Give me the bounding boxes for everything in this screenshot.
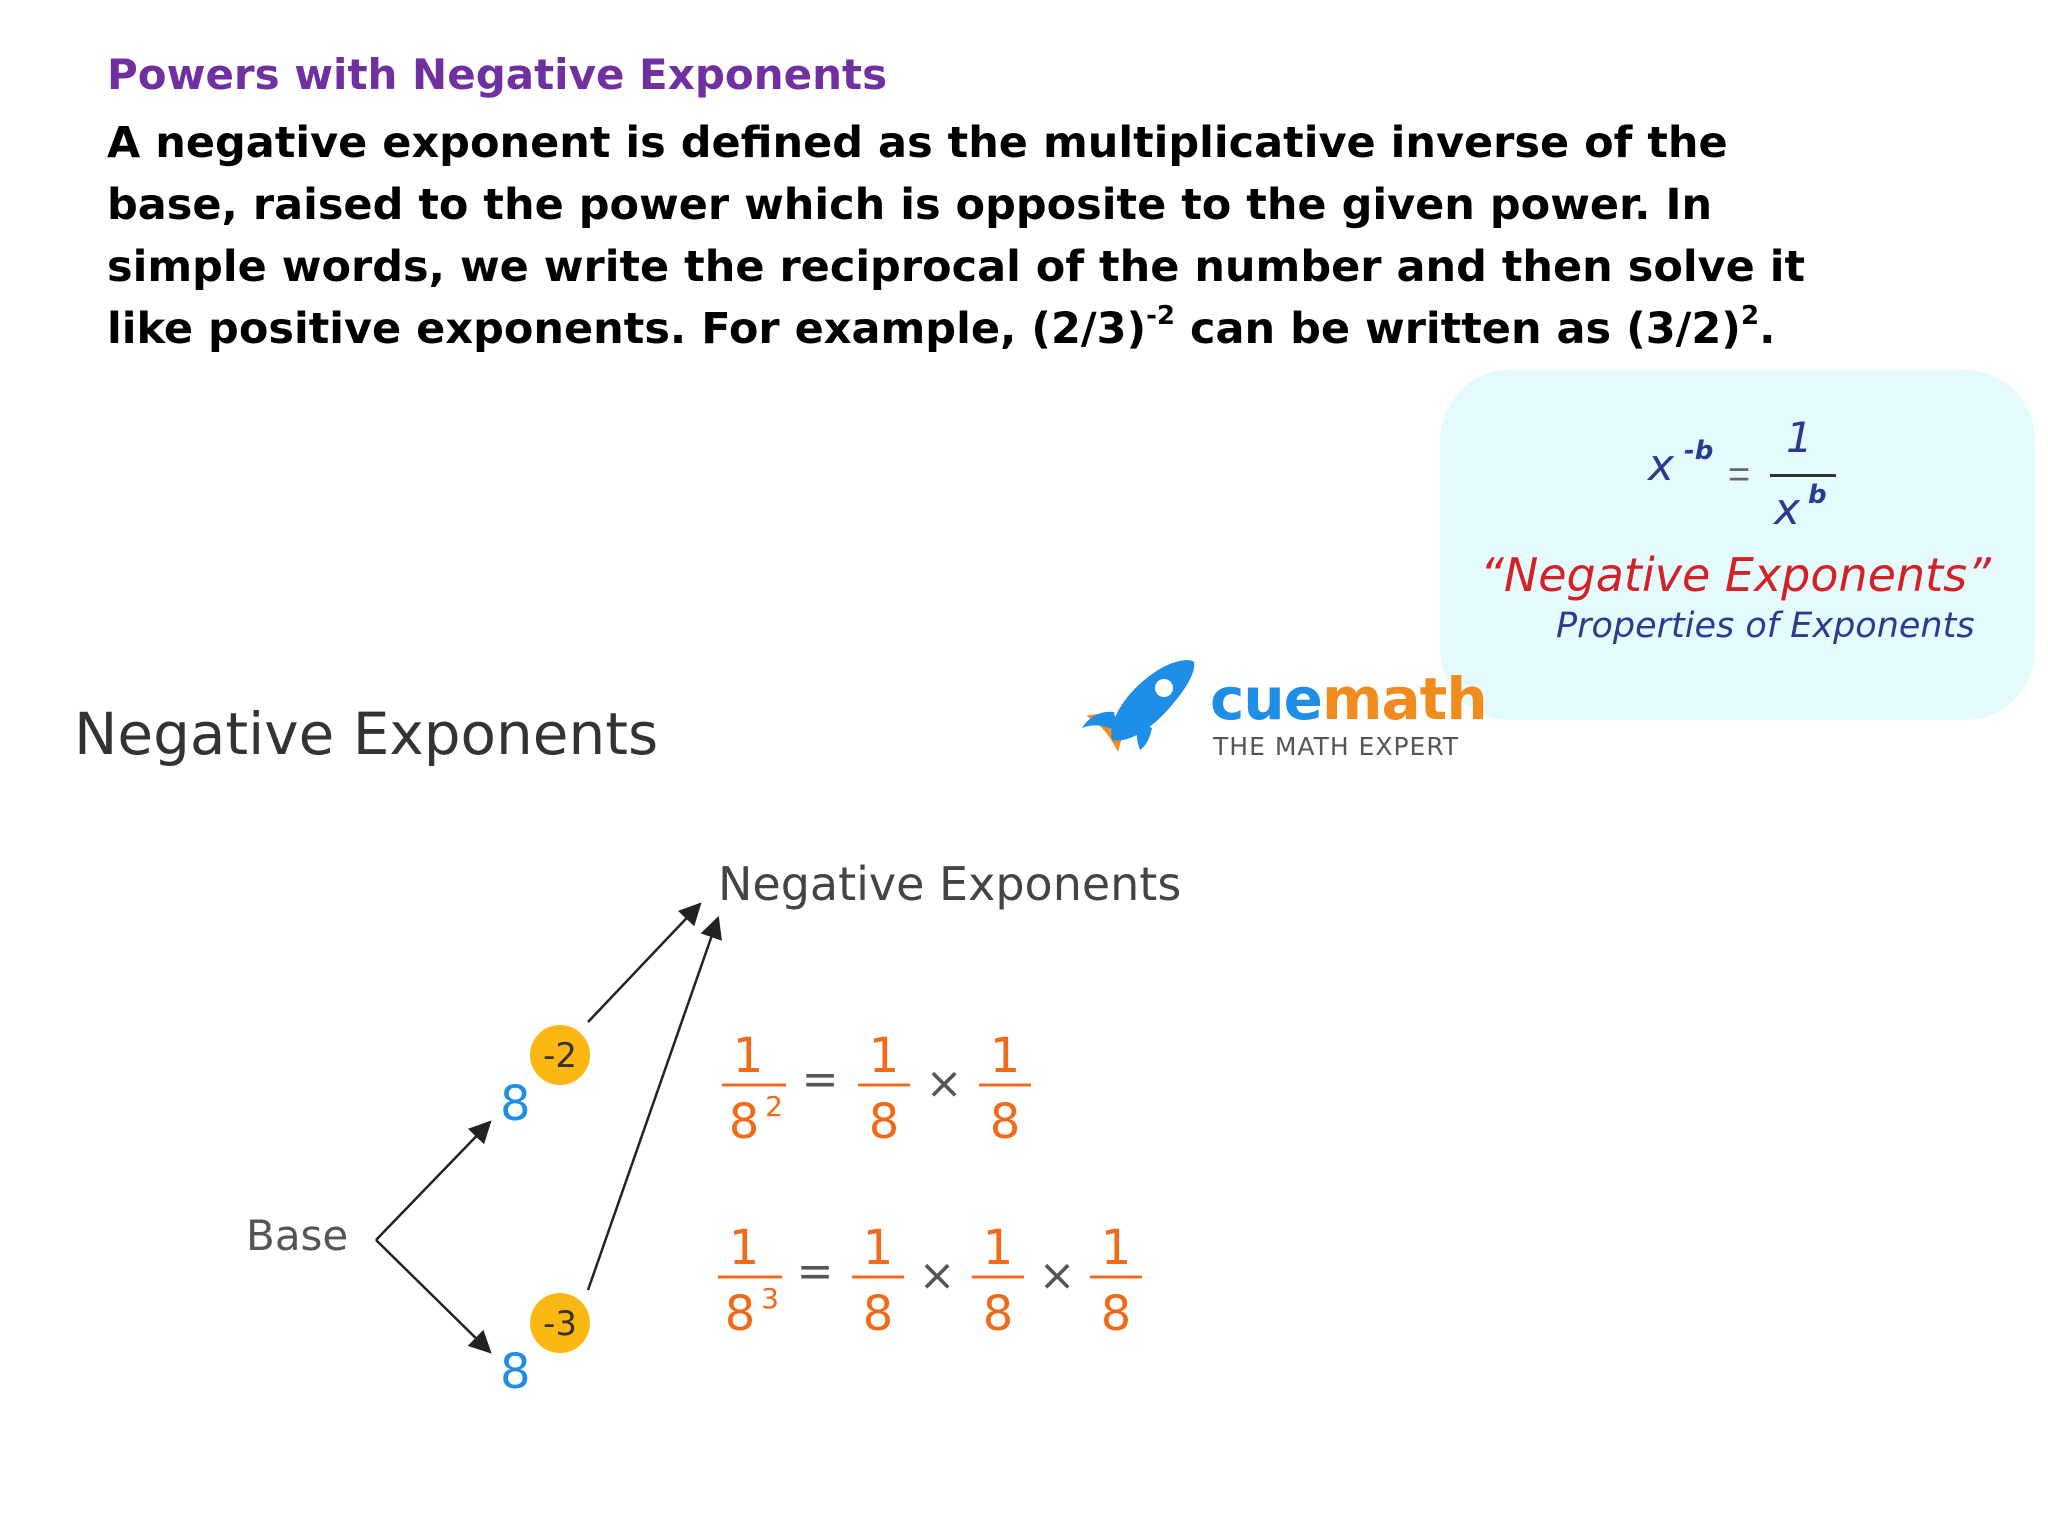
eq2-times-1: × — [919, 1250, 956, 1301]
body-line-2: base, raised to the power which is oppos… — [107, 180, 1713, 230]
base-8-top: 8 — [500, 1076, 531, 1132]
eq2-f1-numerator: 1 — [863, 1220, 894, 1276]
exponent-badge-top — [530, 1025, 590, 1085]
slide-body: A negative exponent is defined as the mu… — [107, 112, 1806, 360]
eq1-f1-numerator: 1 — [869, 1028, 900, 1084]
eq1-times: × — [926, 1058, 963, 1109]
cuemath-tagline: THE MATH EXPERT — [1213, 732, 1460, 761]
eq2-equals: = — [797, 1246, 834, 1297]
cuemath-logo-part1: cue — [1210, 665, 1323, 733]
eq1-f2-numerator: 1 — [990, 1028, 1021, 1084]
body-line-4: like positive exponents. For example, (2… — [107, 298, 1775, 360]
exponent-top: -2 — [543, 1036, 577, 1076]
diagram-label-negative-exponents: Negative Exponents — [718, 857, 1181, 911]
body-line-4-end: . — [1759, 304, 1776, 354]
body-line-3: simple words, we write the reciprocal of… — [107, 242, 1806, 292]
body-exponent-2: 2 — [1740, 300, 1760, 331]
body-exponent-1: -2 — [1146, 300, 1176, 331]
eq1-lhs-denominator: 8 — [729, 1094, 760, 1150]
eq2-f3-denominator: 8 — [1101, 1286, 1132, 1342]
rule-numerator: 1 — [1786, 413, 1813, 462]
rule-title: “Negative Exponents” — [1480, 548, 1991, 602]
eq2-f3-numerator: 1 — [1101, 1220, 1132, 1276]
cuemath-logo-part2: math — [1322, 665, 1488, 733]
rule-equals: = — [1728, 454, 1751, 496]
eq2-lhs-denominator: 8 — [725, 1286, 756, 1342]
base-8-bottom: 8 — [500, 1344, 531, 1400]
eq1-lhs-exponent: 2 — [765, 1090, 783, 1123]
rule-card — [1440, 370, 2035, 720]
exponent-badge-bottom — [530, 1293, 590, 1353]
eq2-f2-denominator: 8 — [983, 1286, 1014, 1342]
arrow-top-exp-to-label — [587, 902, 702, 1023]
arrow-base-to-bottom — [375, 1239, 492, 1354]
eq2-f1-denominator: 8 — [863, 1286, 894, 1342]
diagram-label-base: Base — [246, 1211, 348, 1260]
eq1-f2-denominator: 8 — [990, 1094, 1021, 1150]
eq1-lhs-numerator: 1 — [733, 1028, 764, 1084]
rule-fraction-bar — [1770, 474, 1836, 477]
infographic-title: Negative Exponents — [74, 700, 659, 768]
equation-1: 1 8 2 = 1 8 × 1 8 — [722, 1028, 1031, 1150]
rule-denominator-exponent: b — [1808, 480, 1827, 510]
eq1-equals: = — [802, 1054, 839, 1105]
exponent-bottom: -3 — [543, 1304, 577, 1344]
body-line-4-prefix: like positive exponents. For example, (2… — [107, 304, 1147, 354]
eq2-f2-numerator: 1 — [983, 1220, 1014, 1276]
arrow-bottom-exp-to-label — [586, 915, 722, 1291]
slide-heading: Powers with Negative Exponents — [107, 50, 888, 99]
cuemath-logo-text: cuemath — [1210, 665, 1488, 733]
equation-2: 1 8 3 = 1 8 × 1 8 × 1 8 — [718, 1220, 1142, 1342]
rule-base: x — [1648, 440, 1675, 491]
rule-subtitle: Properties of Exponents — [1556, 606, 1975, 646]
body-line-4-mid: can be written as (3/2) — [1175, 304, 1741, 354]
body-line-1: A negative exponent is defined as the mu… — [107, 118, 1728, 168]
eq2-lhs-exponent: 3 — [761, 1282, 779, 1315]
eq2-lhs-numerator: 1 — [729, 1220, 760, 1276]
rule-exponent: -b — [1684, 436, 1714, 466]
eq2-times-2: × — [1039, 1250, 1076, 1301]
eq1-f1-denominator: 8 — [869, 1094, 900, 1150]
rocket-icon — [1082, 660, 1195, 752]
rule-denominator-base: x — [1774, 484, 1801, 535]
arrow-base-to-top — [375, 1120, 492, 1241]
